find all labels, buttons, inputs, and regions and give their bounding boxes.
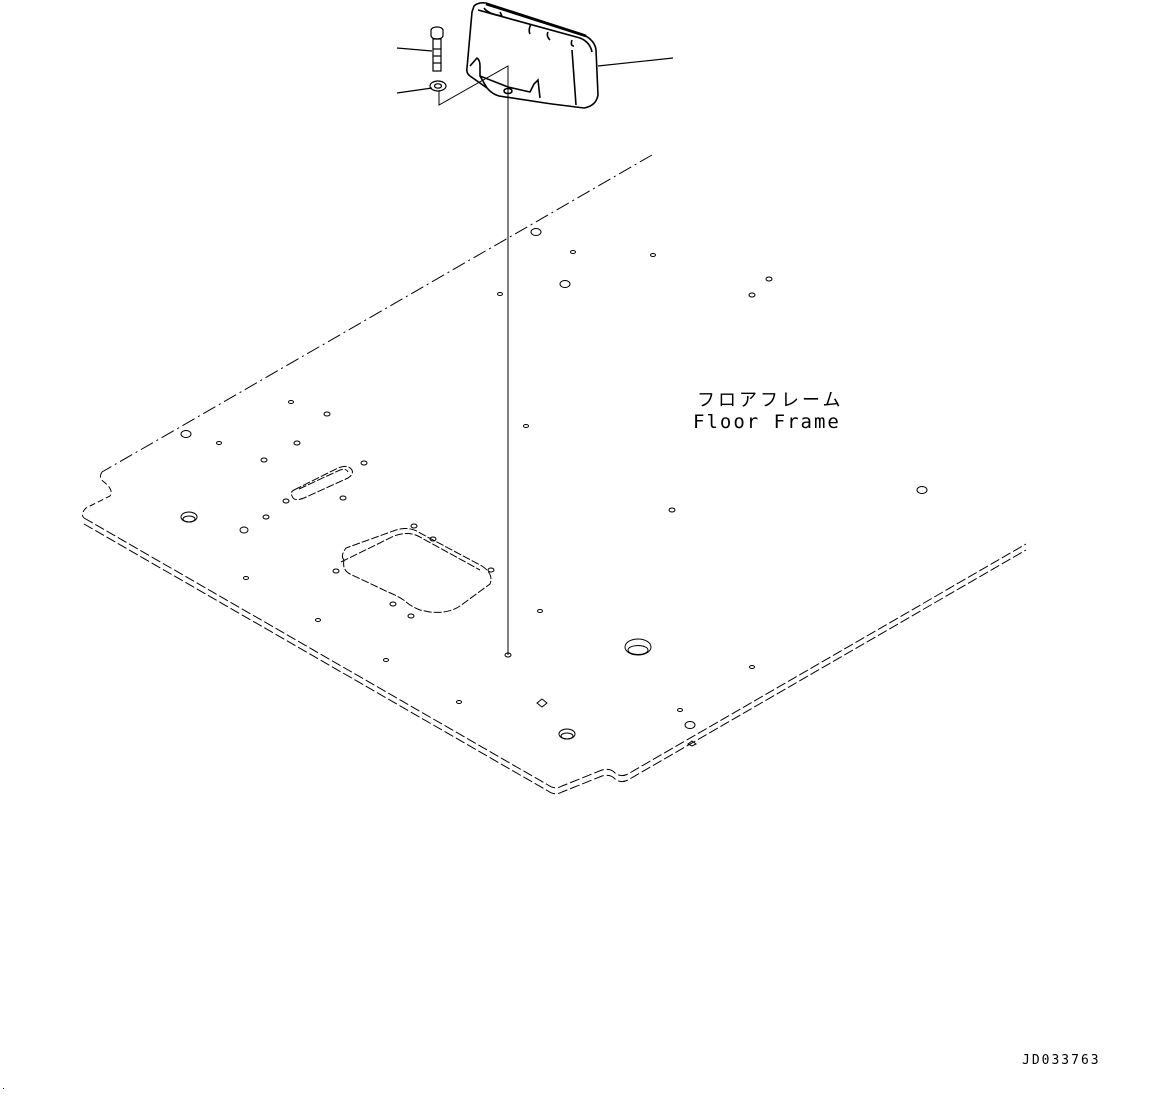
alignment-line (438, 65, 509, 655)
bracket-leader-line (597, 57, 674, 67)
part-label-english: Floor Frame (693, 411, 841, 433)
floor-frame-notch-left (81, 471, 112, 519)
drawing-id: JD033763 (1022, 1053, 1101, 1068)
floor-frame-cutout (341, 528, 492, 613)
washer-leader-line (396, 87, 433, 94)
washer-icon (429, 80, 447, 92)
floor-frame-holes (180, 228, 928, 747)
bolt-leader-line (396, 47, 433, 52)
stray-dot (3, 1088, 4, 1089)
part-label-japanese: フロアフレーム (697, 390, 844, 411)
bolt-icon (430, 26, 444, 72)
floor-frame-edge-top (101, 154, 653, 473)
floor-frame-edge-front (83, 517, 1027, 789)
floor-frame-slot (290, 465, 353, 501)
bracket-icon (466, 2, 599, 109)
